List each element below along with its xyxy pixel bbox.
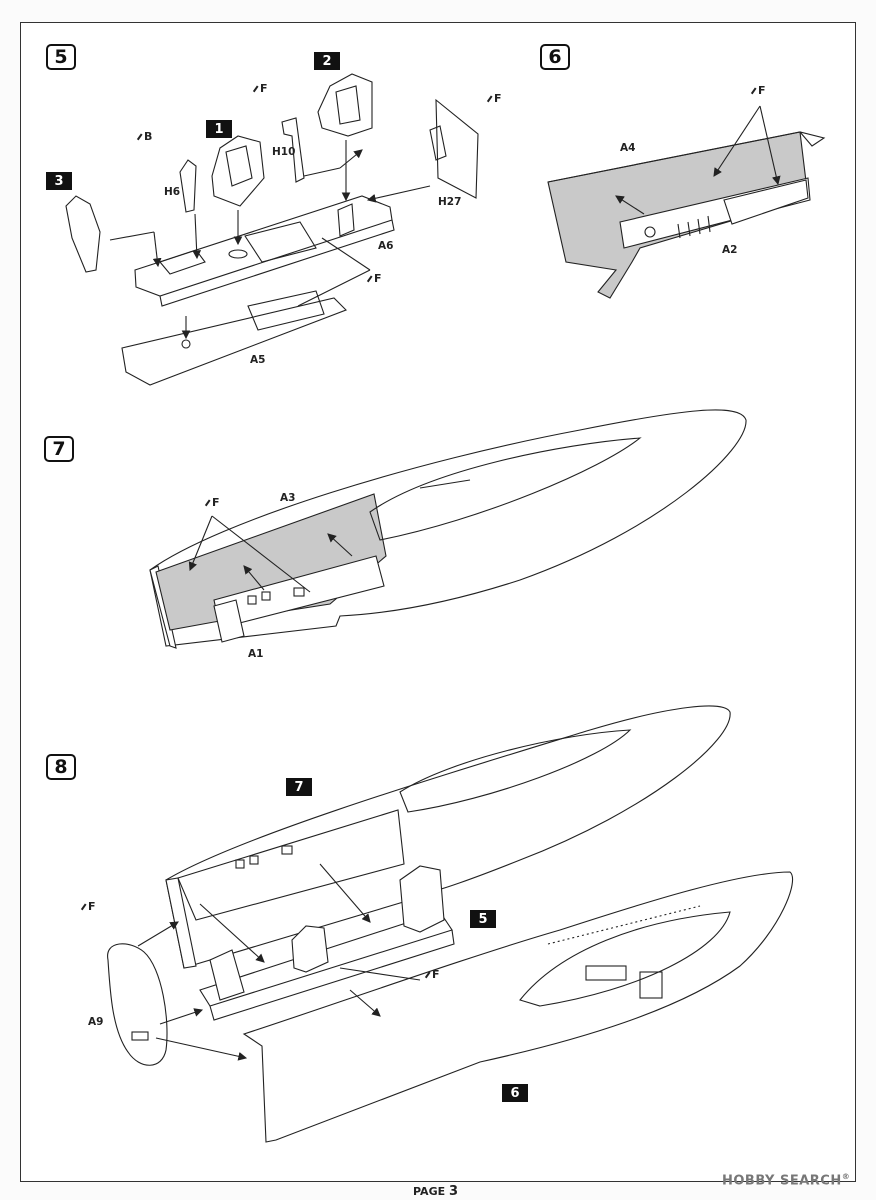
registered-mark: ® xyxy=(841,1172,851,1181)
step-number: 6 xyxy=(548,46,562,68)
step8-drawing xyxy=(107,705,794,1143)
paint-code-f: F xyxy=(750,84,766,97)
brush-icon xyxy=(486,95,493,103)
paint-letter: F xyxy=(432,968,440,981)
paint-letter: B xyxy=(144,130,153,143)
paint-letter: F xyxy=(260,82,268,95)
page-number: PAGE 3 xyxy=(413,1184,458,1199)
paint-letter: F xyxy=(212,496,220,509)
step7-drawing xyxy=(149,409,747,649)
paint-code-f: F xyxy=(366,272,382,285)
part-label-h6: H6 xyxy=(164,186,181,198)
step-7-marker: 7 xyxy=(44,436,74,462)
paint-letter: F xyxy=(494,92,502,105)
paint-letter: F xyxy=(758,84,766,97)
part-label-a4: A4 xyxy=(620,142,636,154)
brush-icon xyxy=(366,275,373,283)
brush-icon xyxy=(204,499,211,507)
page-label: PAGE xyxy=(413,1185,446,1198)
part-label-h27: H27 xyxy=(438,196,462,208)
part-label-a5: A5 xyxy=(250,354,266,366)
brush-icon xyxy=(750,87,757,95)
substep-3: 3 xyxy=(46,172,72,190)
brush-icon xyxy=(252,85,259,93)
watermark: HOBBY SEARCH® xyxy=(722,1172,850,1188)
paint-letter: F xyxy=(374,272,382,285)
paint-code-f: F xyxy=(486,92,502,105)
paint-code-f: F xyxy=(204,496,220,509)
step5-drawing xyxy=(65,73,479,386)
substep-ref-6: 6 xyxy=(502,1084,528,1102)
step-number: 7 xyxy=(52,438,66,460)
brush-icon xyxy=(424,971,431,979)
brush-icon xyxy=(136,133,143,141)
substep-2: 2 xyxy=(314,52,340,70)
step-number: 8 xyxy=(54,756,68,778)
paint-letter: F xyxy=(88,900,96,913)
page-number-value: 3 xyxy=(448,1184,458,1199)
part-label-a1: A1 xyxy=(248,648,264,660)
watermark-text: HOBBY SEARCH xyxy=(722,1173,842,1189)
step-5-marker: 5 xyxy=(46,44,76,70)
substep-ref-5: 5 xyxy=(470,910,496,928)
paint-code-f: F xyxy=(80,900,96,913)
part-label-a3: A3 xyxy=(280,492,296,504)
step-6-marker: 6 xyxy=(540,44,570,70)
part-label-a2: A2 xyxy=(722,244,738,256)
part-label-a6: A6 xyxy=(378,240,394,252)
substep-ref-7: 7 xyxy=(286,778,312,796)
brush-icon xyxy=(80,903,87,911)
paint-code-b: B xyxy=(136,130,152,143)
step6-drawing xyxy=(547,105,826,299)
step-number: 5 xyxy=(54,46,68,68)
part-label-h10: H10 xyxy=(272,146,296,158)
paint-code-f: F xyxy=(424,968,440,981)
part-label-a9: A9 xyxy=(88,1016,104,1028)
paint-code-f: F xyxy=(252,82,268,95)
substep-1: 1 xyxy=(206,120,232,138)
step-8-marker: 8 xyxy=(46,754,76,780)
